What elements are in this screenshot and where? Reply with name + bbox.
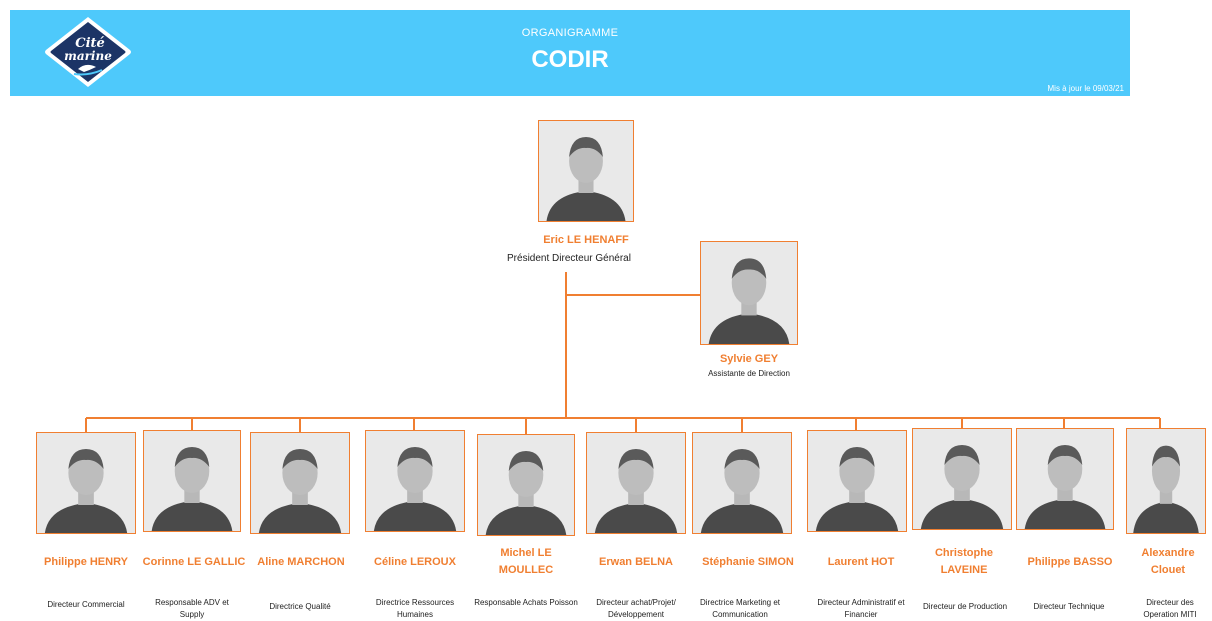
director-role: Responsable ADV et Supply — [155, 598, 229, 619]
director-name: Philippe HENRY — [44, 556, 128, 568]
director-role: Directeur des Operation MITI — [1143, 598, 1197, 619]
cite-marine-logo: Cité marine — [45, 17, 131, 87]
logo-text-cite: Cité — [75, 36, 105, 51]
director-role: Directeur Administratif et Financier — [817, 598, 905, 619]
director-photo — [36, 432, 136, 534]
director-role: Directrice Ressources Humaines — [375, 598, 455, 619]
director-photo — [250, 432, 350, 534]
director-role: Directeur Technique — [1033, 602, 1105, 611]
director-name: Christophe LAVEINE — [934, 547, 994, 576]
director-name: Alexandre Clouet — [1141, 547, 1195, 576]
director-role: Directrice Marketing et Communication — [699, 598, 781, 619]
header-banner: ORGANIGRAMME CODIR Mis à jour le 09/03/2… — [10, 10, 1130, 96]
director-name: Aline MARCHON — [257, 556, 345, 568]
logo-text-marine: marine — [64, 49, 112, 63]
update-date: Mis à jour le 09/03/21 — [1047, 84, 1125, 93]
header-kicker: ORGANIGRAMME — [521, 27, 619, 39]
director-photo — [365, 430, 465, 532]
director-role: Responsable Achats Poisson — [474, 598, 578, 607]
ceo-photo — [538, 120, 634, 222]
director-photo — [912, 428, 1012, 530]
director-name: Laurent HOT — [827, 556, 895, 568]
director-photo — [477, 434, 575, 536]
director-photo — [807, 430, 907, 532]
director-photo — [143, 430, 241, 532]
page-title: CODIR — [531, 46, 609, 73]
ceo-name: Eric LE HENAFF — [543, 234, 629, 246]
director-name: Céline LEROUX — [374, 556, 456, 568]
director-photo — [1126, 428, 1206, 534]
director-name: Philippe BASSO — [1027, 556, 1113, 568]
director-role: Directeur achat/Projet/ Développement — [596, 598, 676, 619]
assistant-role: Assistante de Direction — [708, 369, 790, 378]
director-name: Stéphanie SIMON — [702, 556, 794, 568]
ceo-role: Président Directeur Général — [507, 253, 631, 264]
assistant-name: Sylvie GEY — [719, 353, 779, 365]
assistant-photo — [700, 241, 798, 345]
director-role: Directeur Commercial — [47, 600, 125, 609]
director-role: Directrice Qualité — [269, 602, 331, 611]
director-photo — [586, 432, 686, 534]
director-photo — [1016, 428, 1114, 530]
director-role: Directeur de Production — [922, 602, 1008, 611]
director-name: Corinne LE GALLIC — [142, 556, 246, 568]
director-photo — [692, 432, 792, 534]
director-name: Erwan BELNA — [599, 556, 673, 568]
director-name: Michel LE MOULLEC — [498, 547, 554, 576]
